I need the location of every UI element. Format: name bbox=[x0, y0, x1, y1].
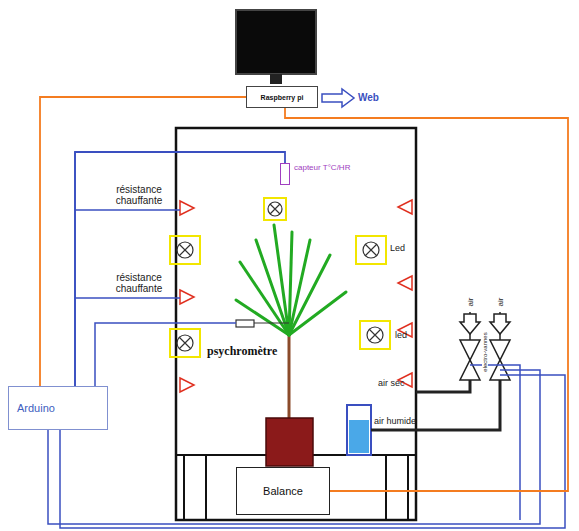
raspberry-pi-box: Raspberry pi bbox=[246, 86, 318, 108]
node-text: Balance bbox=[243, 485, 323, 497]
wire-connector bbox=[285, 108, 568, 491]
node-text: Raspberry pi bbox=[251, 94, 313, 101]
psychrometer-probe bbox=[236, 320, 254, 327]
wire-line bbox=[285, 108, 568, 491]
air-label: air humide bbox=[374, 416, 416, 426]
sensor-rect bbox=[280, 163, 290, 185]
heater-label: résistance chauffante bbox=[106, 184, 172, 206]
sensor-box: capteur T°C/HR bbox=[280, 163, 353, 185]
valve-label: electro-vannes bbox=[482, 332, 488, 371]
water-container bbox=[347, 405, 371, 455]
led-symbols bbox=[170, 198, 390, 357]
air-label: air bbox=[466, 298, 475, 307]
air-label: air bbox=[496, 298, 505, 307]
chamber-leg bbox=[386, 455, 408, 520]
plant-leaves bbox=[236, 225, 346, 335]
led-label: led bbox=[395, 330, 407, 340]
arduino-box: Arduino bbox=[8, 386, 108, 430]
balance-box: Balance bbox=[236, 467, 330, 515]
air-label: air sec bbox=[378, 378, 405, 388]
web-label: Web bbox=[358, 92, 379, 103]
heater-label: résistance chauffante bbox=[106, 272, 172, 294]
chamber bbox=[176, 128, 416, 520]
control-wires bbox=[48, 152, 565, 528]
psychrometer-lead bbox=[254, 323, 289, 324]
psychrometer-label: psychromètre bbox=[207, 344, 277, 359]
monitor-stand bbox=[270, 74, 282, 84]
led-label: Led bbox=[390, 243, 405, 253]
plant-pot bbox=[266, 418, 313, 466]
wire-connector bbox=[40, 97, 246, 386]
web-arrow bbox=[322, 89, 354, 107]
monitor-screen bbox=[236, 10, 316, 74]
water bbox=[349, 420, 369, 453]
wire-line bbox=[40, 97, 246, 386]
dry-air-pipe bbox=[416, 380, 470, 392]
plant-stem bbox=[288, 335, 291, 418]
heater-triangles bbox=[180, 200, 412, 392]
wire-connector bbox=[75, 152, 285, 386]
node-text: Arduino bbox=[17, 402, 99, 414]
chamber-leg bbox=[184, 455, 206, 520]
wire-line bbox=[75, 152, 285, 386]
node-text: capteur T°C/HR bbox=[294, 163, 353, 172]
